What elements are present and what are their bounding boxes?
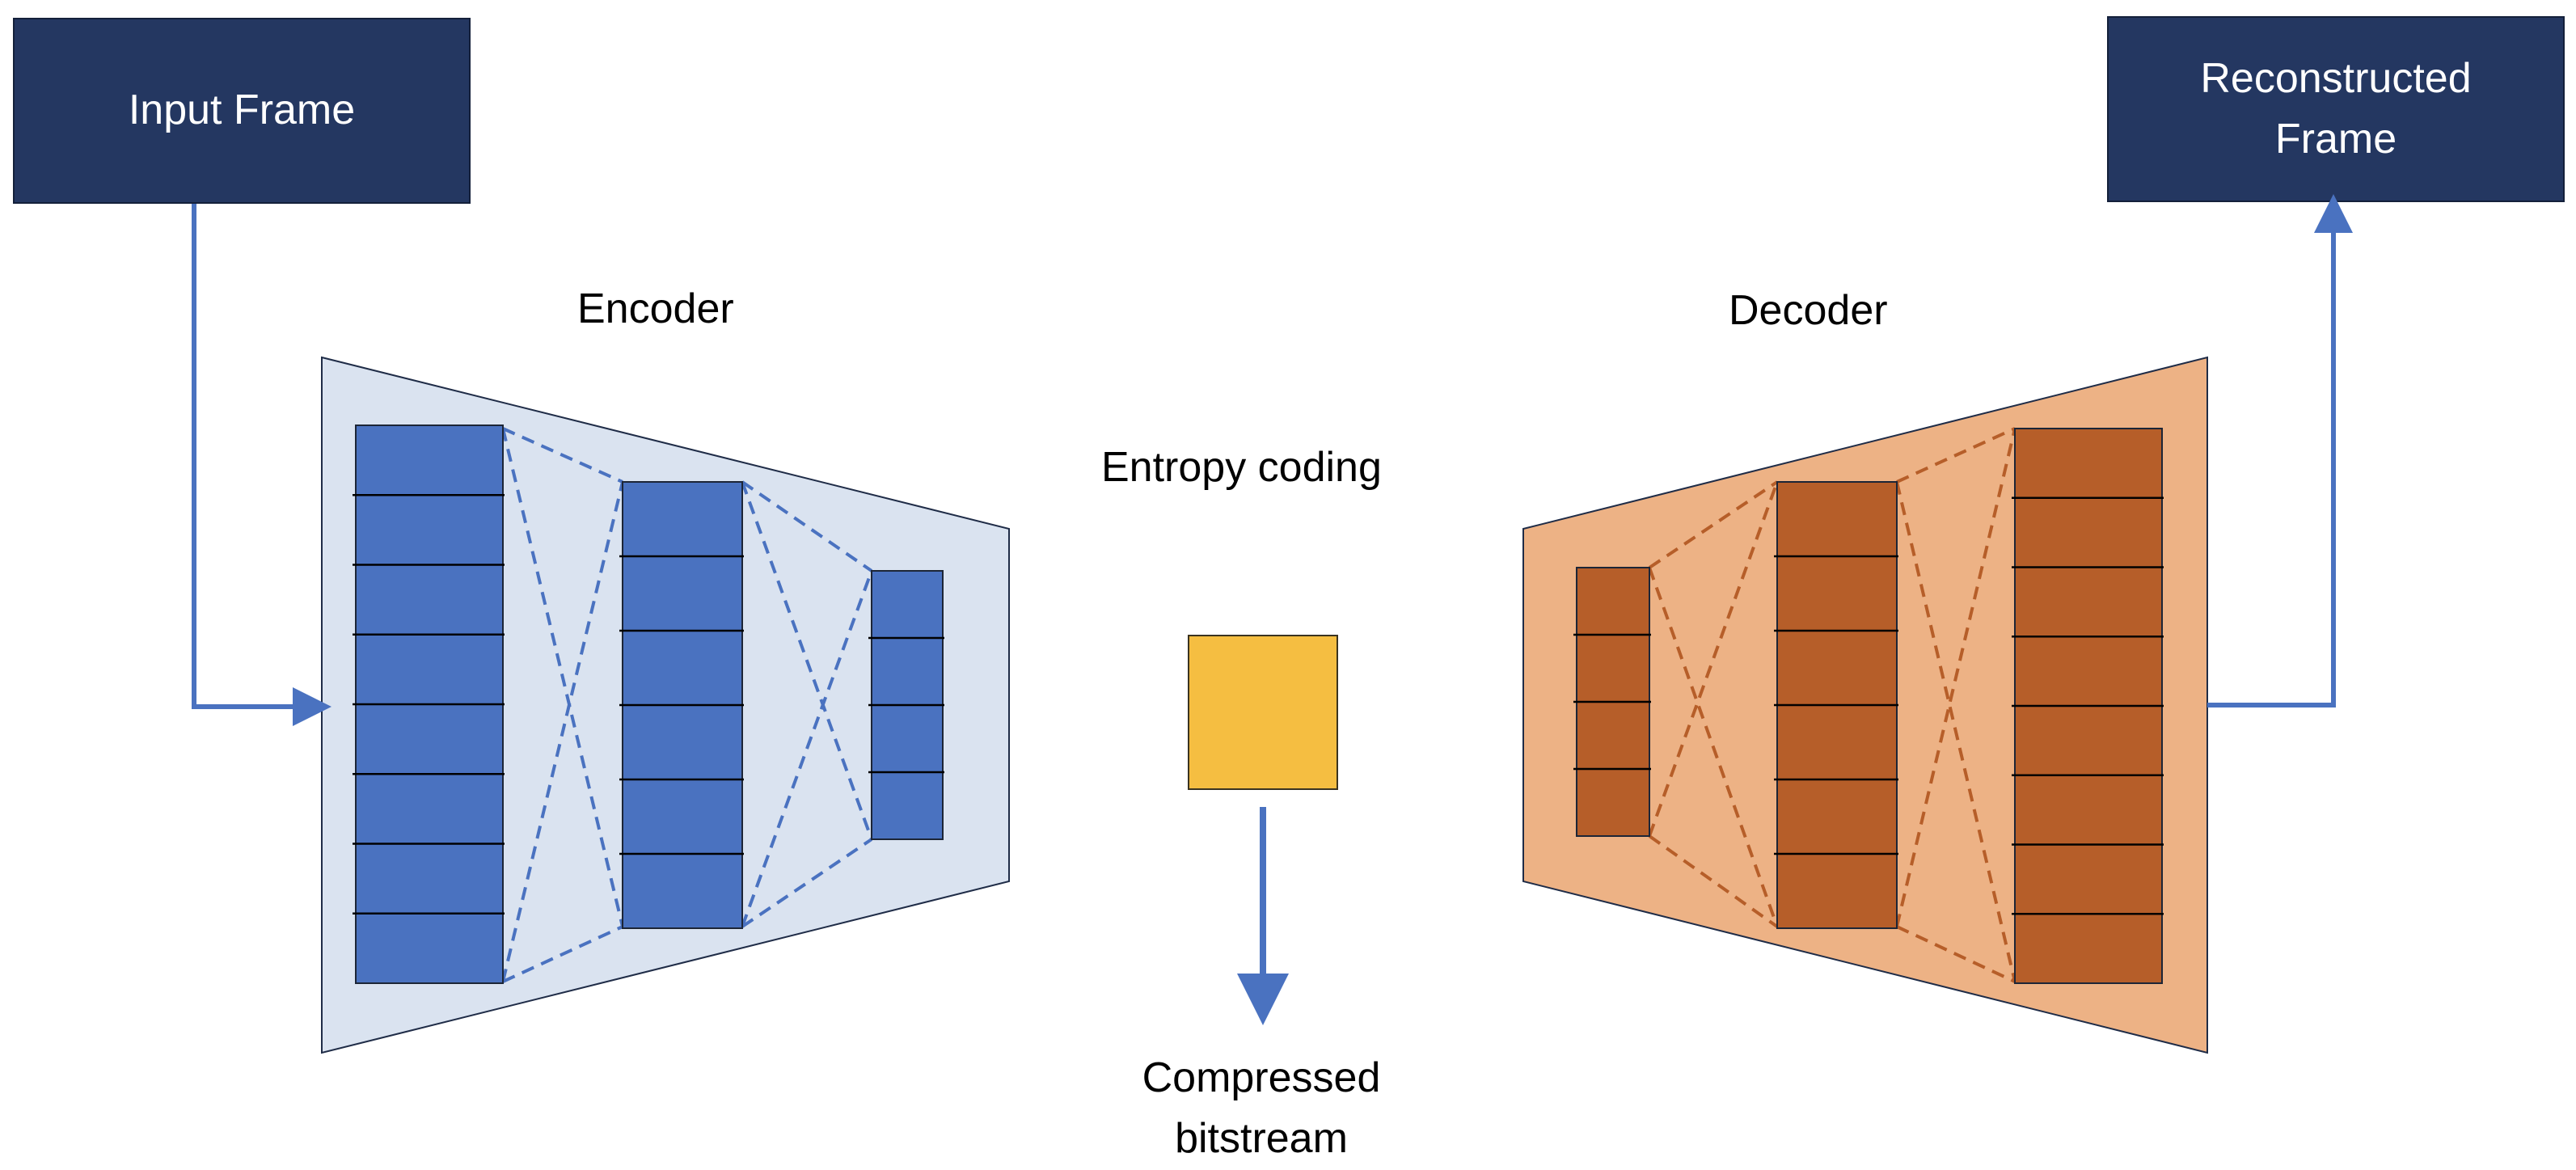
reconstructed-frame-label-line1: Reconstructed <box>2200 54 2472 102</box>
encoder-label: Encoder <box>577 285 734 332</box>
input-to-encoder-arrow <box>192 204 332 726</box>
decoder-label: Decoder <box>1729 287 1888 334</box>
decoder-link <box>1648 567 1779 927</box>
compressed-bitstream-label: Compressed bitstream <box>1100 1048 1423 1170</box>
encoder-link <box>741 570 873 927</box>
decoder-link <box>1648 834 1779 928</box>
reconstructed-frame-label-line2: Frame <box>2274 116 2397 163</box>
encoder-link <box>741 481 873 840</box>
encoder-link <box>741 838 873 928</box>
encoder-link <box>501 481 624 982</box>
decoder-link <box>1896 925 2016 983</box>
decoder-link <box>1895 428 2016 927</box>
decoder-link <box>1896 427 2016 484</box>
decoder-link <box>1648 480 1779 569</box>
input-frame-box: Input Frame <box>13 18 471 204</box>
encoder-link <box>502 925 623 983</box>
bitstream-label-line2: bitstream <box>1175 1115 1348 1163</box>
entropy-coding-block <box>1188 635 1338 790</box>
decoder-to-output-arrow <box>2207 194 2353 707</box>
entropy-coding-label: Entropy coding <box>1101 444 1382 491</box>
bitstream-label-line1: Compressed <box>1142 1054 1381 1101</box>
decoder-link <box>1895 481 2016 982</box>
encoder-link <box>502 427 623 484</box>
encoder-link <box>741 480 873 572</box>
input-frame-label: Input Frame <box>128 87 356 134</box>
encoder-link <box>501 428 624 927</box>
